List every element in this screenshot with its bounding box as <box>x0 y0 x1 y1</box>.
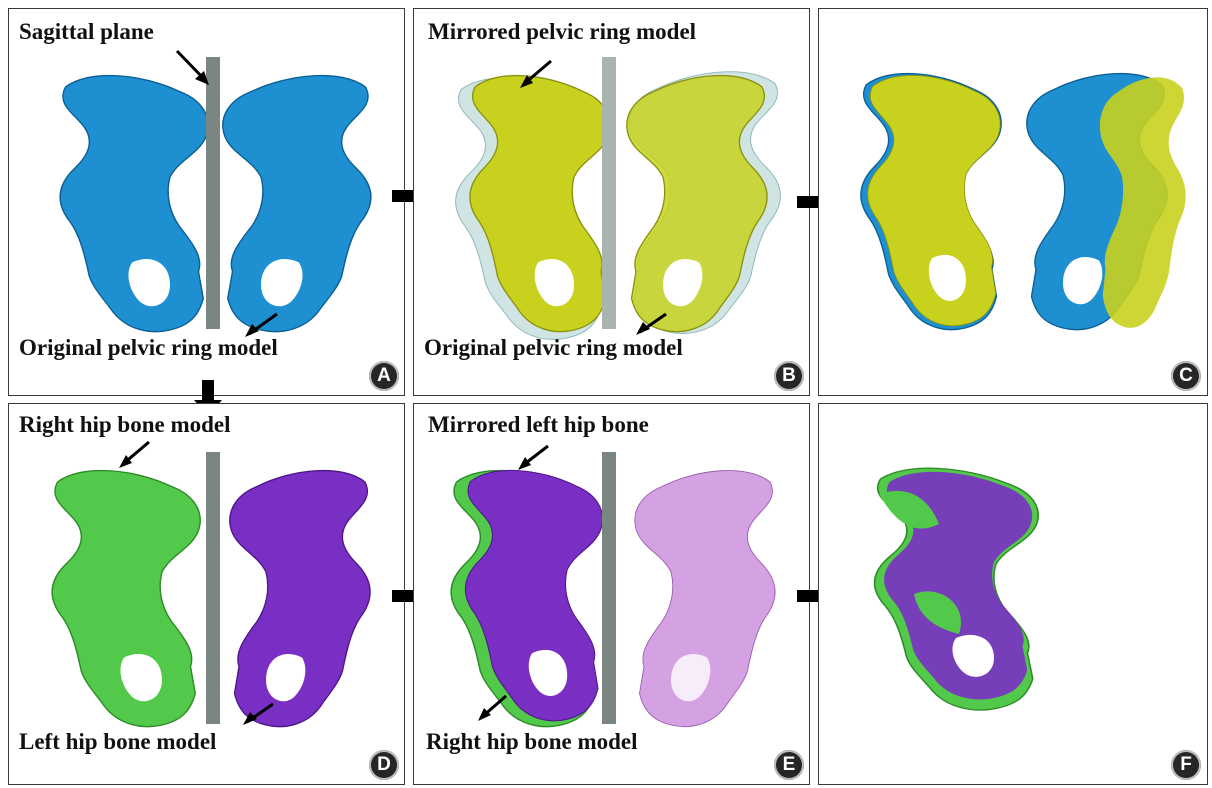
pelvic-ring-fused <box>819 9 1207 395</box>
panel-badge-d: D <box>369 750 399 780</box>
panel-c: C <box>818 8 1208 396</box>
label-right-hip-bone: Right hip bone model <box>426 729 638 755</box>
panel-e: Mirrored left hip bone Right hip bone mo… <box>413 403 810 785</box>
panel-b: Mirrored pelvic ring model Original pelv… <box>413 8 810 396</box>
panel-badge-b: B <box>774 361 804 391</box>
hip-bones-mirrored <box>414 404 809 784</box>
panel-d: Right hip bone model Left hip bone model… <box>8 403 405 785</box>
panel-badge-a: A <box>369 361 399 391</box>
sagittal-plane <box>602 57 616 329</box>
panel-f: F <box>818 403 1208 785</box>
sagittal-plane <box>602 452 616 724</box>
label-original-pelvic-ring: Original pelvic ring model <box>19 335 278 361</box>
label-sagittal-plane: Sagittal plane <box>19 19 154 45</box>
panel-badge-e: E <box>774 750 804 780</box>
sagittal-plane <box>206 452 220 724</box>
label-left-hip-bone: Left hip bone model <box>19 729 216 755</box>
sagittal-plane <box>206 57 220 329</box>
panel-a: Sagittal plane Original pelvic ring mode… <box>8 8 405 396</box>
label-right-hip-bone: Right hip bone model <box>19 412 231 438</box>
panel-badge-c: C <box>1171 361 1201 391</box>
hip-bone-fused <box>819 404 1207 784</box>
panel-badge-f: F <box>1171 750 1201 780</box>
label-original-pelvic-ring: Original pelvic ring model <box>424 335 683 361</box>
label-mirrored-left-hip: Mirrored left hip bone <box>428 412 649 438</box>
hip-bones-split <box>9 404 404 784</box>
label-mirrored-pelvic-ring: Mirrored pelvic ring model <box>428 19 696 45</box>
